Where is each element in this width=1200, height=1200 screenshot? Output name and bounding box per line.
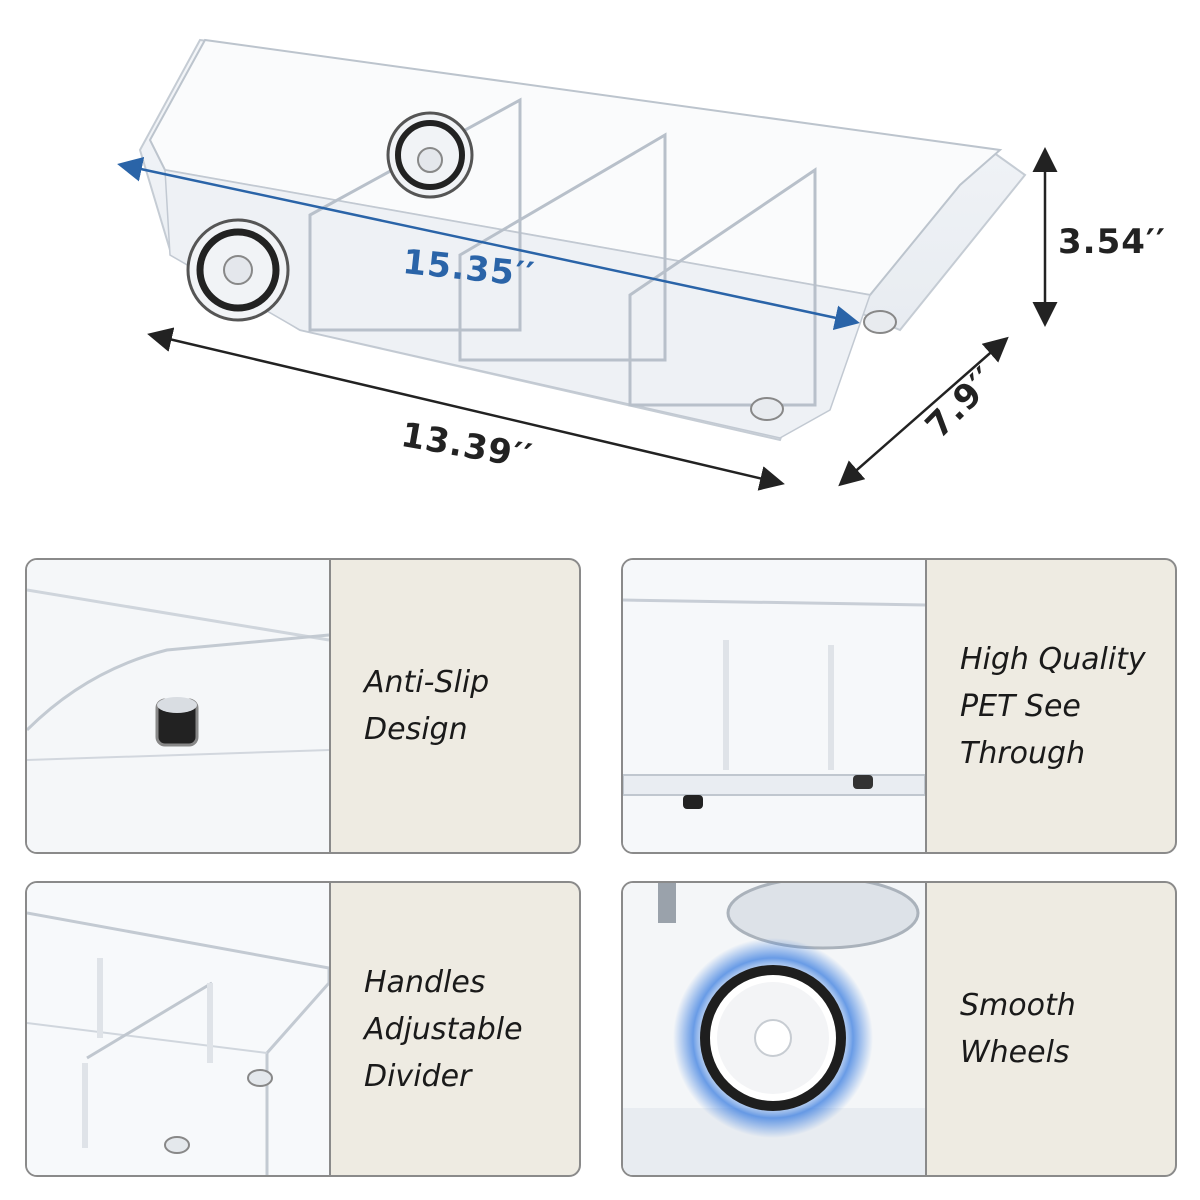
wheels-caption: Smooth Wheels [960,982,1076,1076]
product-hero: 13.39′′ 15.35′′ 3.54′′ 7.9′′ [0,0,1200,520]
back-wheel [386,111,474,199]
caption-line: High Quality [960,641,1146,677]
feature-card-wheels: Smooth Wheels [621,881,1177,1177]
caption-line: Design [364,712,468,747]
length-arrow [147,327,785,491]
feature-text: Handles Adjustable Divider [330,883,579,1175]
clear-bin-photo [623,560,927,852]
caption-line: Through [960,735,1086,771]
diagonal-arrow [117,156,860,331]
feature-text: Anti-Slip Design [330,560,579,852]
anti-slip-caption: Anti-Slip Design [364,659,489,753]
caption-line: Divider [364,1058,472,1094]
feature-card-anti-slip: Anti-Slip Design [25,558,581,854]
caption-line: Handles [364,964,486,1000]
feature-text: Smooth Wheels [926,883,1175,1175]
caption-line: PET See [960,688,1081,724]
divider-caption: Handles Adjustable Divider [364,959,523,1100]
anti-slip-foot-photo [27,560,331,852]
caption-line: Adjustable [364,1011,523,1047]
depth-arrow [838,336,1009,487]
pet-caption: High Quality PET See Through [960,636,1146,777]
caption-line: Smooth [960,988,1076,1023]
wheel-photo [623,883,927,1175]
caption-line: Wheels [960,1035,1070,1070]
divider-photo [27,883,331,1175]
feature-text: High Quality PET See Through [926,560,1175,852]
feature-card-pet: High Quality PET See Through [621,558,1177,854]
organizer-bin-illustration [117,38,1058,491]
feature-card-divider: Handles Adjustable Divider [25,881,581,1177]
caption-line: Anti-Slip [364,665,490,700]
height-label: 3.54′′ [1058,222,1166,262]
front-wheel [186,218,290,322]
